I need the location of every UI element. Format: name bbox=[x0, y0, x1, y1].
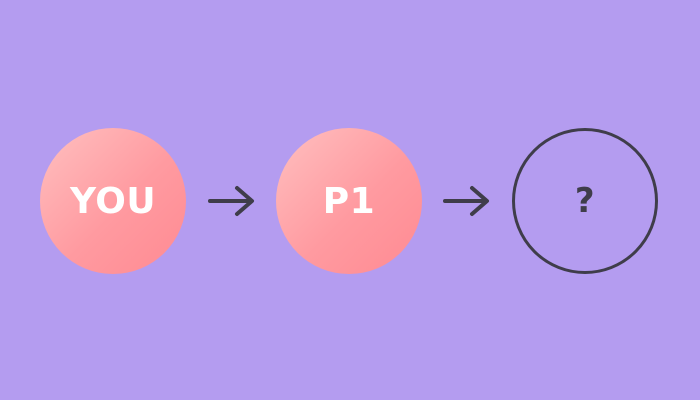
node-p1: P1 bbox=[276, 128, 422, 274]
right-arrow-icon bbox=[208, 186, 254, 216]
node-you-label: YOU bbox=[69, 180, 157, 222]
node-unknown: ? bbox=[512, 128, 658, 274]
right-arrow-icon bbox=[443, 186, 489, 216]
node-unknown-label: ? bbox=[574, 181, 596, 221]
node-you: YOU bbox=[40, 128, 186, 274]
node-p1-label: P1 bbox=[322, 180, 376, 222]
